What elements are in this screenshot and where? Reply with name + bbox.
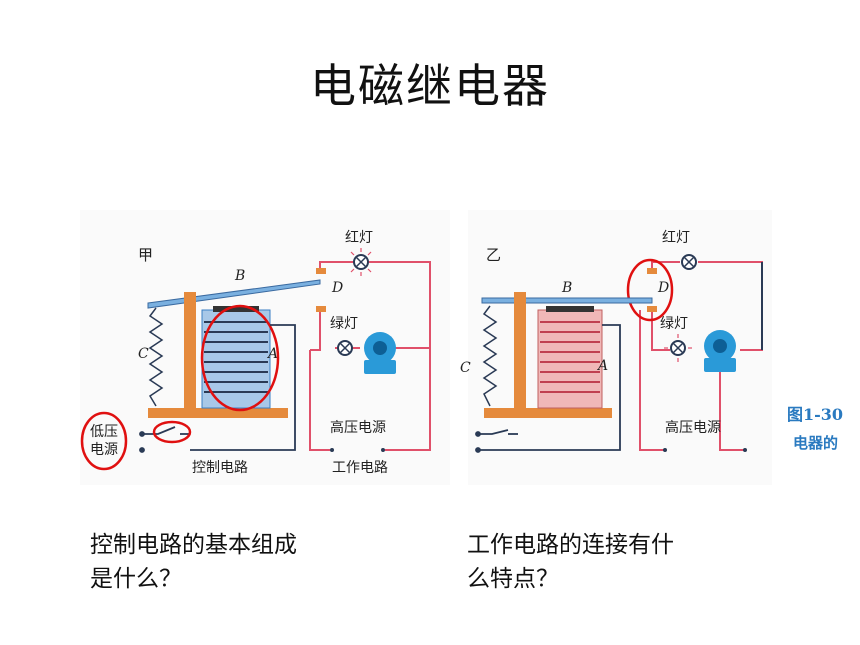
annotation-circle-switch: [152, 420, 192, 444]
armature-right: [481, 297, 653, 304]
high-voltage-label-left: 高压电源: [330, 419, 386, 436]
control-circuit-right: [475, 324, 621, 453]
letter-c-left: C: [138, 346, 149, 362]
green-lamp-right: [664, 334, 692, 362]
pillar-left: [184, 292, 196, 410]
spring-right: [482, 305, 498, 407]
figure-caption-number: 图1-30: [787, 405, 843, 424]
motor-left: [364, 332, 396, 374]
letter-d-right: D: [657, 280, 669, 296]
diagram-right: 乙 红灯 绿灯: [460, 210, 772, 485]
lower-contact-left: [316, 306, 326, 312]
letter-b-left: B: [234, 268, 245, 284]
coil-left: [201, 306, 271, 409]
base-right: [484, 408, 612, 418]
red-lamp-left: [347, 248, 375, 276]
hv-terminal-right-2: [743, 448, 747, 452]
diagram-left: 甲 红灯 绿灯: [80, 210, 450, 485]
lower-contact-right: [647, 306, 657, 312]
hv-terminal-left-1: [330, 448, 334, 452]
green-lamp-label-right: 绿灯: [660, 316, 688, 332]
working-circuit-label: 工作电路: [332, 460, 388, 476]
letter-a-right: A: [596, 358, 608, 374]
annotation-circle-contact: [626, 258, 674, 322]
annotation-circle-low-voltage: [80, 411, 128, 471]
low-voltage-label-2: 电源: [90, 442, 118, 458]
red-lamp-right: [681, 254, 697, 270]
control-circuit-label: 控制电路: [192, 460, 248, 476]
question-control-circuit: 控制电路的基本组成 是什么？: [90, 532, 297, 592]
upper-contact-left: [316, 268, 326, 274]
relay-diagram-svg: 甲 红灯 绿灯: [80, 210, 843, 485]
red-lamp-label-left: 红灯: [345, 230, 373, 246]
high-voltage-label-right: 高压电源: [665, 419, 721, 436]
upper-contact-right: [647, 268, 657, 274]
relay-diagram-figure: 甲 红灯 绿灯: [80, 210, 860, 485]
hv-terminal-right-1: [663, 448, 667, 452]
green-lamp-left: [337, 340, 353, 356]
diagram-left-label: 甲: [138, 246, 153, 264]
pillar-right: [514, 292, 526, 410]
question-working-circuit: 工作电路的连接有什 么特点？: [467, 532, 674, 592]
red-lamp-label-right: 红灯: [662, 230, 690, 246]
figure-caption-text: 电器的: [793, 434, 838, 452]
spring-left: [148, 307, 164, 407]
control-circuit-left: [139, 324, 296, 453]
letter-a-left: A: [266, 346, 278, 362]
letter-c-right: C: [460, 360, 471, 376]
base-left: [148, 408, 288, 418]
diagram-right-label: 乙: [486, 246, 501, 264]
letter-b-right: B: [561, 280, 572, 296]
slide-title: 电磁继电器: [310, 59, 550, 113]
annotation-circle-coil: [200, 304, 280, 412]
letter-d-left: D: [331, 280, 343, 296]
low-voltage-label-1: 低压: [90, 424, 118, 440]
coil-right: [537, 306, 603, 409]
green-lamp-label-left: 绿灯: [330, 316, 358, 332]
motor-right: [704, 330, 736, 372]
hv-terminal-left-2: [381, 448, 385, 452]
